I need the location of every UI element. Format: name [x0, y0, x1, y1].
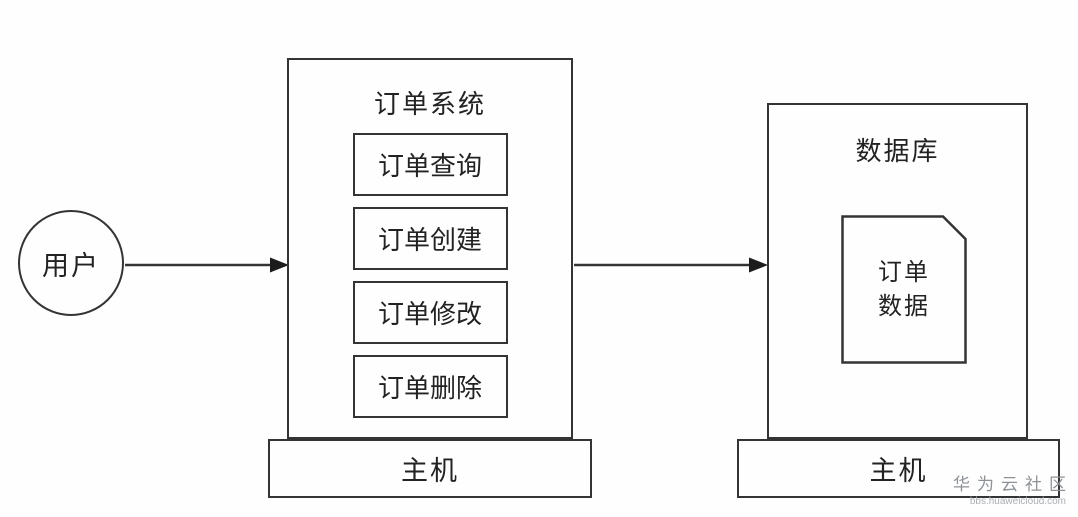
host-box-database: 主机	[737, 439, 1060, 498]
host-label: 主机	[401, 456, 459, 486]
arrow-user-to-system	[125, 257, 289, 273]
host-label: 主机	[869, 456, 928, 486]
watermark-url: bbs.huaweicloud.com	[969, 496, 1066, 507]
order-system-modules: 订单查询 订单创建 订单修改 订单删除	[289, 133, 571, 418]
arrow-system-to-database	[574, 257, 768, 273]
module-label: 订单删除	[377, 374, 482, 403]
watermark: 华为云社区 bbs.huaweicloud.com	[953, 470, 1066, 507]
user-node: 用户	[18, 210, 124, 316]
order-system-box: 订单系统 订单查询 订单创建 订单修改 订单删除	[287, 58, 573, 439]
order-system-title: 订单系统	[373, 90, 486, 119]
document-shape	[841, 215, 967, 364]
module-order-modify: 订单修改	[352, 281, 508, 344]
watermark-community-name: 华为云社区	[953, 475, 1073, 494]
module-order-create: 订单创建	[352, 207, 508, 270]
module-label: 订单修改	[377, 300, 482, 329]
database-box: 数据库 订单 数据	[767, 103, 1028, 439]
module-order-delete: 订单删除	[352, 355, 508, 418]
module-label: 订单创建	[377, 226, 482, 255]
user-label: 用户	[42, 250, 100, 281]
document-label: 订单 数据	[878, 259, 930, 320]
module-order-query: 订单查询	[352, 133, 508, 196]
host-box-order-system: 主机	[268, 439, 592, 498]
module-label: 订单查询	[377, 152, 482, 181]
database-title: 数据库	[855, 137, 940, 166]
